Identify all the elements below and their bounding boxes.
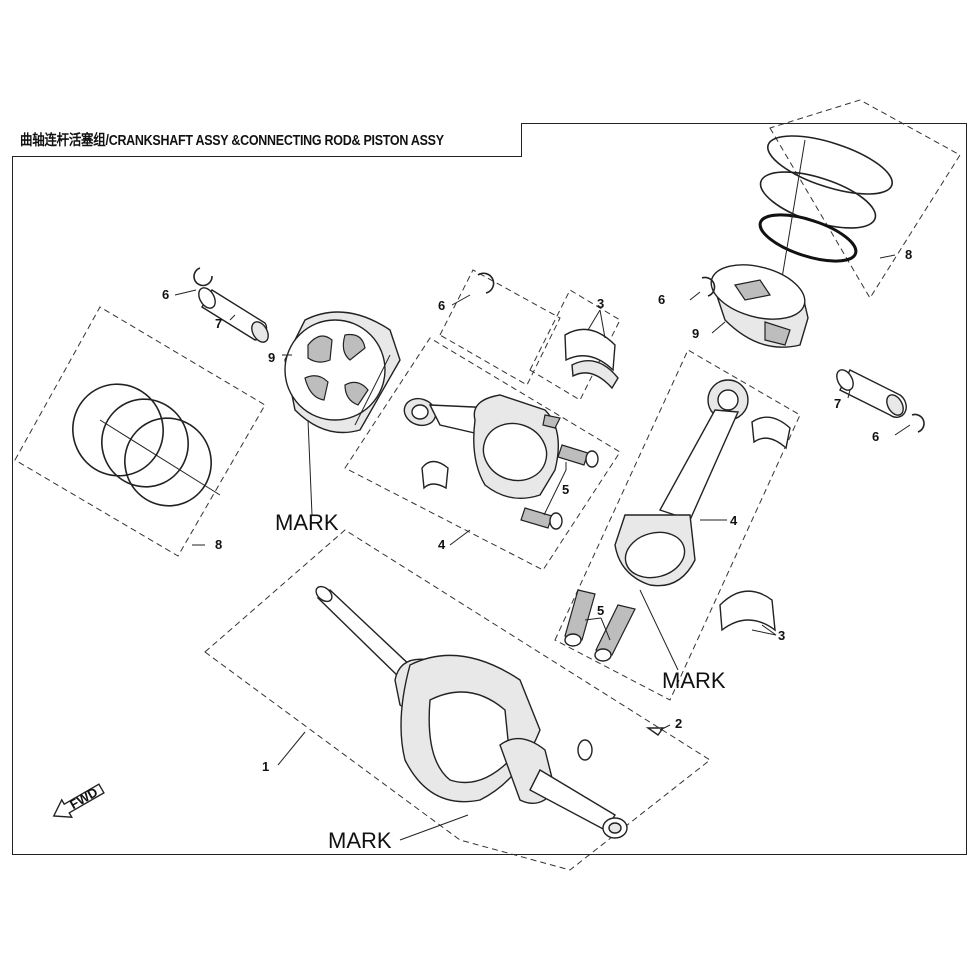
callout-6-center: 6: [438, 298, 445, 313]
callout-2: 2: [675, 716, 682, 731]
callout-3-right: 3: [778, 628, 785, 643]
conrod-bolt-left-top: [557, 444, 599, 468]
conrod-group-box-left: [344, 337, 621, 571]
callout-9-left: 9: [268, 350, 275, 365]
callout-4-left: 4: [438, 537, 446, 552]
connecting-rod-right: [614, 379, 749, 587]
piston-ring-group-box-left: [14, 306, 266, 557]
piston-pin-right: [836, 369, 907, 418]
piston-right: [710, 264, 809, 348]
callout-3-top: 3: [597, 296, 604, 311]
crankshaft: [315, 585, 628, 839]
conrod-bearing-shell-left: [421, 460, 449, 490]
circlip-left-top: [193, 267, 213, 287]
title-box: 曲轴连杆活塞组/CRANKSHAFT ASSY &CONNECTING ROD&…: [12, 123, 522, 157]
circlip-right-top: [701, 276, 716, 297]
callout-6-right-top: 6: [658, 292, 665, 307]
callout-4-right: 4: [730, 513, 738, 528]
callout-8-left: 8: [215, 537, 222, 552]
crank-plug: [577, 739, 593, 761]
callout-5-left: 5: [562, 482, 569, 497]
piston-ring-group-box-right: [769, 99, 961, 299]
conrod-bolt-right-2: [594, 604, 636, 662]
bearing-shells-top: [564, 328, 619, 390]
bearing-group-box-left: [439, 269, 561, 386]
page-title: 曲轴连杆活塞组/CRANKSHAFT ASSY &CONNECTING ROD&…: [20, 133, 444, 149]
callout-6-right-bottom: 6: [872, 429, 879, 444]
callout-1: 1: [262, 759, 269, 774]
callout-8-right: 8: [905, 247, 912, 262]
callout-9-right: 9: [692, 326, 699, 341]
callout-5-right: 5: [597, 603, 604, 618]
crankshaft-group-box: [204, 529, 711, 871]
circlip-center: [477, 272, 495, 294]
conrod-group-box-right: [554, 349, 801, 701]
piston-pin-left: [198, 287, 269, 343]
mark-label-crankshaft: MARK: [328, 828, 392, 853]
conrod-bolt-left-bottom: [520, 507, 563, 530]
connecting-rod-left: [403, 394, 561, 499]
woodruff-key: [645, 727, 665, 736]
conrod-bolt-right-1: [564, 589, 596, 647]
piston-left: [284, 311, 401, 434]
callout-7-left: 7: [215, 316, 222, 331]
mark-label-piston: MARK: [275, 510, 339, 535]
piston-rings-left: [72, 383, 221, 507]
fwd-arrow-icon: FWD: [52, 783, 105, 818]
conrod-bearing-shell-right: [751, 416, 791, 450]
circlip-right-bottom: [911, 413, 925, 433]
callout-6-left: 6: [162, 287, 169, 302]
mark-label-conrod: MARK: [662, 668, 726, 693]
callout-7-right: 7: [834, 396, 841, 411]
main-bearing-shell-right: [719, 590, 776, 632]
